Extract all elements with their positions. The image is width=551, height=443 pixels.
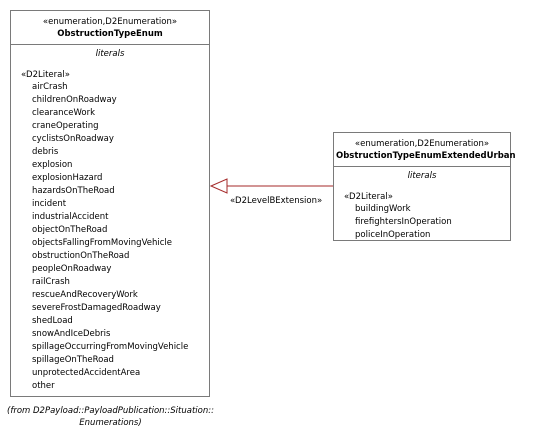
class-header: «enumeration,D2Enumeration» ObstructionT… [11,11,209,45]
enum-literal: industrialAccident [32,212,109,222]
enum-literal: spillageOnTheRoad [32,355,114,365]
enum-literal: peopleOnRoadway [32,264,112,274]
literal-stereotype: «D2Literal» [344,192,393,202]
enum-literal: craneOperating [32,121,99,131]
literals-compartment: literals «D2Literal» buildingWork firefig… [334,170,510,242]
class-stereotype: «enumeration,D2Enumeration» [354,139,490,149]
class-stereotype: «enumeration,D2Enumeration» [42,17,178,27]
enum-literal: explosion [32,160,73,170]
package-origin-note: (from D2Payload::PayloadPublication::Sit… [0,405,221,429]
enum-literal: severeFrostDamagedRoadway [32,303,161,313]
enum-literal: incident [32,199,67,209]
enum-literal: explosionHazard [32,173,103,183]
enum-literal: hazardsOnTheRoad [32,186,115,196]
enum-literal: unprotectedAccidentArea [32,368,141,378]
literal-list: airCrash childrenOnRoadway clearanceWork cr… [21,81,209,393]
enum-literal: snowAndIceDebris [32,329,111,339]
enum-literal: debris [32,147,59,157]
literal-stereotype: «D2Literal» [21,70,70,80]
enum-literal: objectOnTheRoad [32,225,108,235]
enum-literal: clearanceWork [32,108,95,118]
enum-literal: spillageOccurringFromMovingVehicle [32,342,189,352]
enum-literal: obstructionOnTheRoad [32,251,130,261]
compartment-title: literals [407,171,437,181]
enum-literal: railCrash [32,277,70,287]
enum-literal: airCrash [32,82,68,92]
compartment-title: literals [95,49,125,59]
enum-literal: cyclistsOnRoadway [32,134,114,144]
class-name: ObstructionTypeEnum [57,29,163,39]
connector-label: «D2LevelBExtension» [230,196,323,206]
enum-literal: childrenOnRoadway [32,95,117,105]
enum-literal: firefightersInOperation [355,217,452,227]
enum-class-obstruction-type[interactable]: «enumeration,D2Enumeration» ObstructionT… [10,10,210,397]
enum-literal: rescueAndRecoveryWork [32,290,138,300]
package-origin-line-2: Enumerations) [79,418,142,428]
enum-literal: objectsFallingFromMovingVehicle [32,238,172,248]
class-header: «enumeration,D2Enumeration» ObstructionT… [334,133,516,167]
generalization-arrowhead [209,178,228,194]
enum-literal: policeInOperation [355,230,431,240]
enum-class-obstruction-type-extended-urban[interactable]: «enumeration,D2Enumeration» ObstructionT… [333,132,516,242]
literals-compartment: literals «D2Literal» airCrash childrenOnR… [11,48,209,393]
package-origin-line-1: (from D2Payload::PayloadPublication::Sit… [7,406,214,416]
enum-literal: buildingWork [355,204,411,214]
literal-list: buildingWork firefightersInOperation polic… [344,203,510,242]
class-name: ObstructionTypeEnumExtendedUrban [336,151,516,161]
enum-literal: shedLoad [32,316,73,326]
enum-literal: other [32,381,55,391]
